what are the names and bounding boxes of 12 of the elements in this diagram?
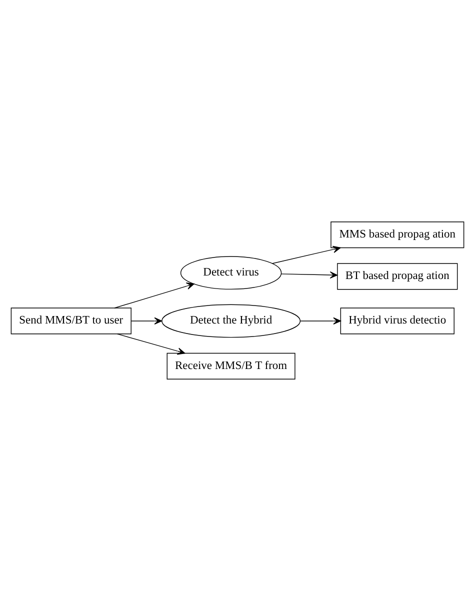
arrow xyxy=(130,316,162,324)
arrow xyxy=(116,333,186,354)
node-box: BT based propag ation xyxy=(337,262,458,290)
node-box: Receive MMS/B T from xyxy=(166,352,296,379)
arrow xyxy=(114,282,194,308)
node-box: MMS based propag ation xyxy=(330,221,464,248)
arrow xyxy=(300,316,342,324)
node-box: Hybrid virus detectio xyxy=(340,307,454,334)
node-box: Send MMS/BT to user xyxy=(10,307,132,334)
arrow xyxy=(280,270,338,278)
arrow xyxy=(272,245,341,264)
node-ellipse: Detect the Hybrid xyxy=(162,304,301,338)
